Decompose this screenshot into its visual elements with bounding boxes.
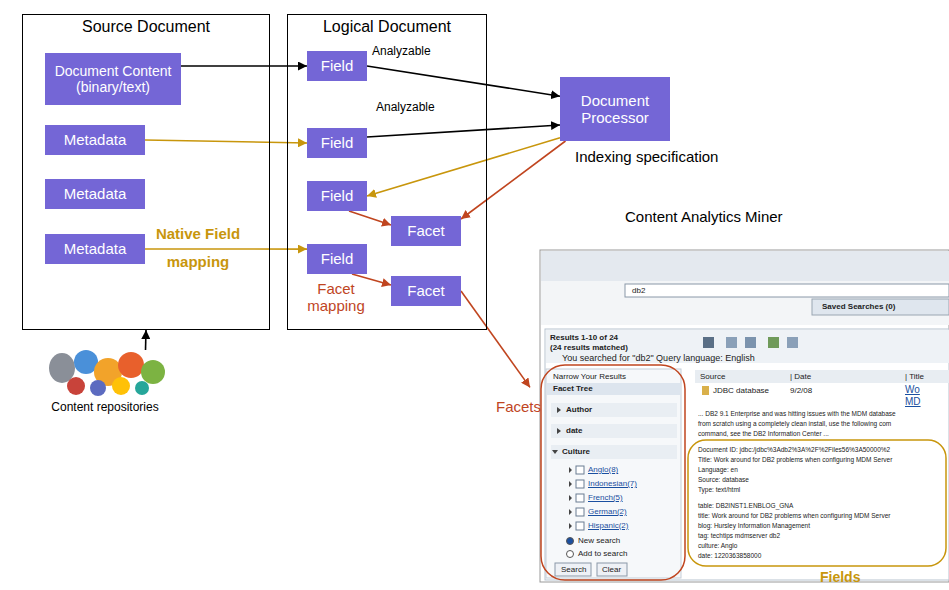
field-box: Field [307, 181, 367, 211]
screen-text: date: 1220363858000 [698, 552, 761, 560]
node-text: Document Processor [565, 92, 665, 127]
screen-text: Add to search [578, 549, 627, 559]
facet-box: Facet [391, 276, 461, 306]
screen-text: Anglo(8) [588, 465, 618, 475]
screen-text: Hispanic(2) [588, 521, 628, 531]
screen-text: | Title [905, 372, 924, 382]
screen-text: You searched for "db2" Query language: E… [562, 353, 755, 364]
screen-text: date [566, 426, 582, 436]
screen-text: Wo [905, 384, 920, 396]
connector-arrow [349, 211, 391, 225]
node-text: Document Content (binary/text) [50, 63, 176, 95]
screen-text: MD [905, 396, 921, 408]
facet-box: Facet [391, 216, 461, 246]
edge-label: Indexing specification [575, 148, 718, 165]
screen-text: Language: en [698, 466, 738, 474]
screen-text: Source [700, 372, 725, 382]
screen-text: | Date [790, 372, 811, 382]
repository-icons [49, 350, 165, 396]
field-box: Field [307, 51, 367, 81]
screen-text: table: DB2INST1.ENBLOG_GNA [698, 502, 793, 510]
screen-text: Indonesian(7) [588, 479, 637, 489]
node-text: Logical Document [288, 18, 486, 36]
logical-document-box: Logical DocumentFieldFieldFieldFieldFace… [287, 14, 487, 330]
screen-text: db2 [632, 286, 645, 296]
metadata-box: Metadata [45, 125, 145, 155]
processor-box: Document Processor [560, 77, 670, 141]
repository-group: Content repositories [30, 350, 180, 414]
node-text: Facet [407, 282, 445, 299]
node-text: Metadata [64, 131, 127, 148]
connector-arrow [145, 248, 307, 250]
content-box: Document Content (binary/text) [45, 53, 181, 105]
screen-text: from scratch using a completely clean in… [698, 420, 891, 428]
screen-text: Document ID: jdbc:/jdbc%3Adb2%3A%2F%2Fil… [698, 446, 890, 454]
node-text: Content repositories [30, 400, 180, 414]
screen-text: Clear [602, 565, 621, 575]
connector-arrow [181, 65, 307, 67]
screen-text: Source: database [698, 476, 749, 484]
screen-text: Title: Work around for DB2 problems when… [698, 456, 892, 464]
node-text: Field [321, 134, 354, 151]
node-text: Facet [407, 222, 445, 239]
screen-text: German(2) [588, 507, 627, 517]
edge-label: Facet mapping [296, 280, 376, 314]
screen-text: Saved Searches (0) [822, 302, 895, 312]
source-document-box: Source DocumentDocument Content (binary/… [22, 14, 270, 330]
screen-text: ... DB2 9.1 Enterprise and was hitting i… [698, 410, 896, 418]
node-text: Metadata [64, 185, 127, 202]
edge-label: Analyzable [376, 100, 435, 114]
metadata-box: Metadata [45, 179, 145, 209]
node-text: Content Analytics Miner [625, 208, 783, 225]
screen-text: Type: text/html [698, 486, 740, 494]
screen-text: Narrow Your Results [553, 372, 626, 382]
connector-arrow [461, 141, 566, 219]
screen-text: culture: Anglo [698, 542, 737, 550]
screen-text: Author [566, 405, 592, 415]
node-text: Source Document [23, 18, 269, 36]
annotation-label: Facets [496, 398, 541, 416]
metadata-box: Metadata [45, 234, 145, 264]
screen-text: JDBC database [713, 386, 769, 396]
edge-label: Analyzable [372, 44, 431, 58]
node-text: Field [321, 57, 354, 74]
screen-text: blog: Hursley Information Management [698, 522, 810, 530]
screen-text: tag: techtips mdmserver db2 [698, 532, 780, 540]
annotation-label: Fields [820, 569, 860, 586]
connector-arrow [461, 291, 530, 387]
screen-text: title: Work around for DB2 problems when… [698, 512, 890, 520]
node-text: Field [321, 187, 354, 204]
field-box: Field [307, 128, 367, 158]
screen-text: Results 1-10 of 24 [550, 333, 618, 343]
connector-arrow [145, 140, 307, 143]
connector-arrow [352, 274, 391, 285]
connector-arrow [367, 125, 560, 137]
screen-text: French(5) [588, 493, 623, 503]
screen-text: (24 results matched) [550, 343, 628, 353]
screen-text: 9/2/08 [790, 386, 812, 396]
field-box: Field [307, 244, 367, 274]
screen-text: New search [578, 536, 620, 546]
node-text: Field [321, 250, 354, 267]
screen-text: Facet Tree [553, 384, 593, 394]
screen-text: command, see the DB2 Information Center … [698, 430, 829, 438]
connector-arrow [145, 330, 147, 350]
edge-label: Native Field mapping [148, 220, 248, 276]
screen-text: Culture [562, 447, 590, 457]
screen-text: Search [561, 565, 586, 575]
node-text: Metadata [64, 240, 127, 257]
miner-screenshot [540, 250, 949, 582]
connector-arrow [367, 66, 560, 96]
